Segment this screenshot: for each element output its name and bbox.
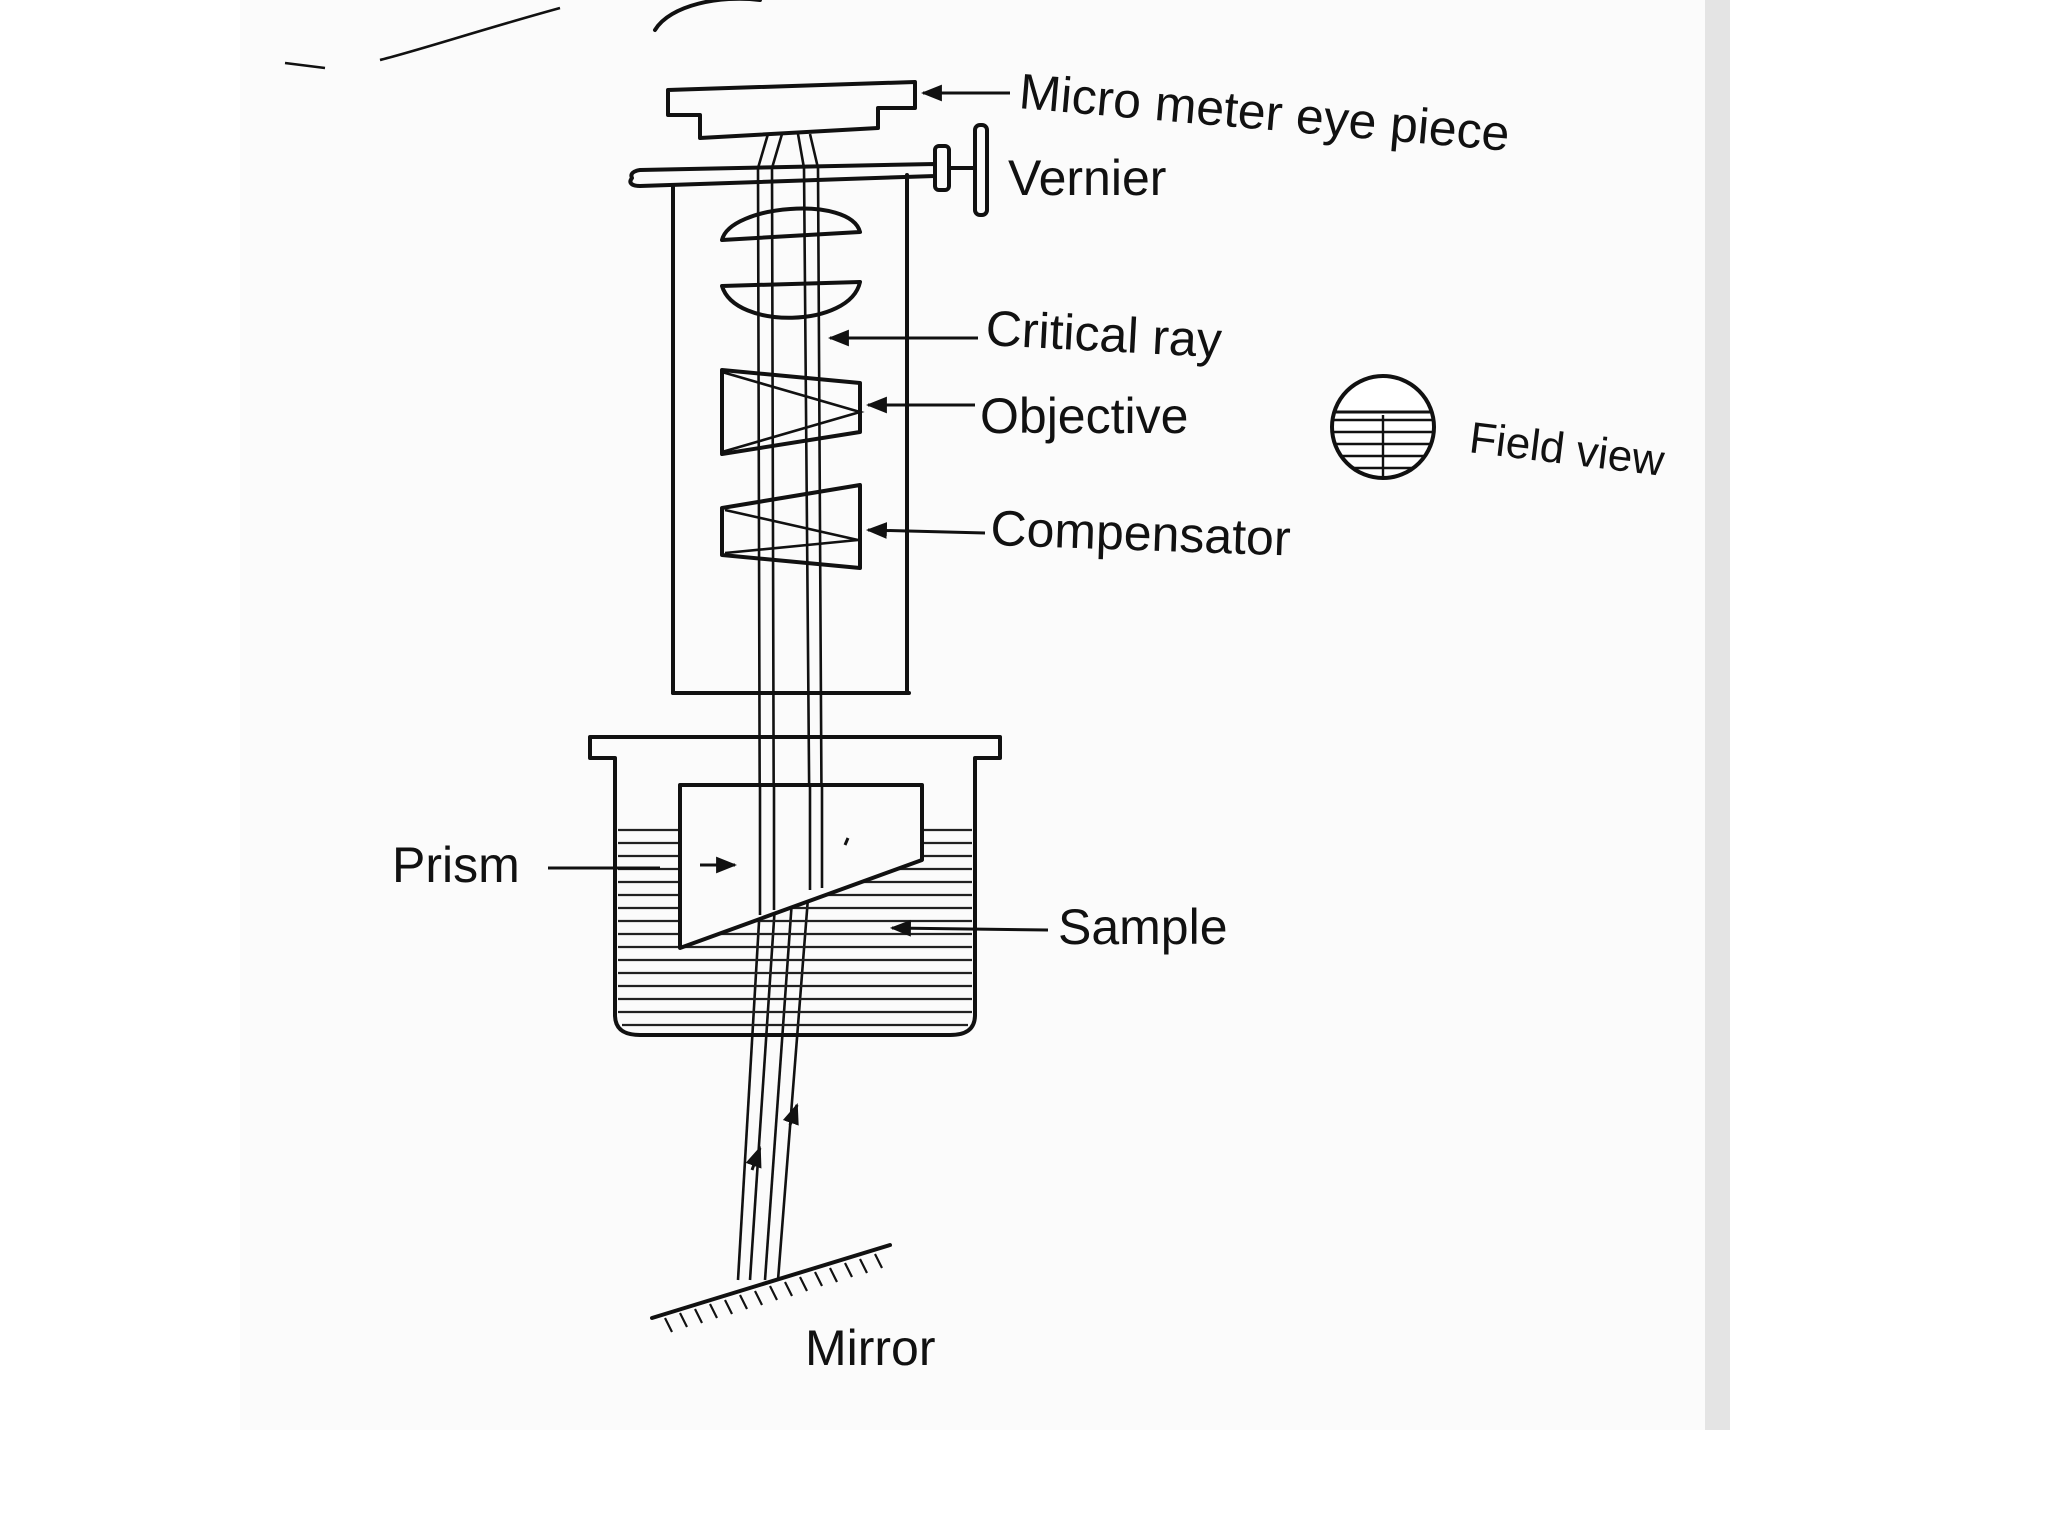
scanned-paper <box>240 0 1730 1430</box>
label-prism: Prism <box>392 837 520 893</box>
light-rays <box>736 133 824 1281</box>
label-objective: Objective <box>980 388 1188 444</box>
sample-container <box>588 735 1002 1037</box>
leader-lines <box>548 84 1049 937</box>
telescope-tube <box>671 173 911 695</box>
vernier-knob <box>628 123 989 217</box>
paper-shadow-edge <box>1705 0 1730 1430</box>
label-mirror: Mirror <box>805 1320 936 1376</box>
label-critical-ray: Critical ray <box>984 300 1223 368</box>
prism-block <box>678 783 924 950</box>
compensator-prism <box>720 483 862 570</box>
stray-marks <box>284 0 762 70</box>
label-sample: Sample <box>1058 899 1228 955</box>
label-compensator: Compensator <box>990 500 1292 566</box>
lens-pair <box>720 206 862 320</box>
objective-prism <box>720 368 865 456</box>
eyepiece-shape <box>666 80 917 140</box>
label-vernier: Vernier <box>1008 150 1166 206</box>
field-view-circle <box>1330 374 1436 480</box>
mirror <box>650 1103 892 1333</box>
